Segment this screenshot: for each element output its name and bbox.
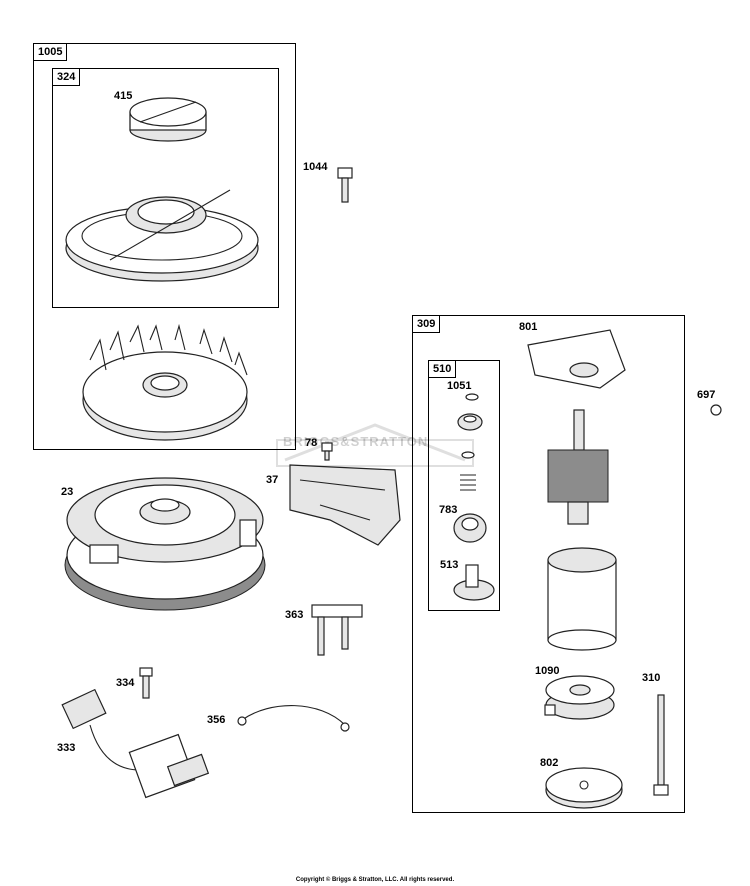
part-334-bolt [139,667,153,699]
part-363-bracket [311,604,363,656]
assembly-label-324: 324 [52,68,81,86]
part-415-cap [129,97,207,142]
callout-334: 334 [116,677,135,689]
callout-37: 37 [266,474,279,486]
assembly-label-309: 309 [412,315,441,333]
part-697-screw [710,404,722,416]
part-78-screw [321,442,333,461]
assembly-box-309: 309 [412,315,685,813]
callout-1044: 1044 [303,161,328,173]
callout-23: 23 [61,486,74,498]
callout-78: 78 [305,437,318,449]
part-802-plate [545,767,623,809]
assembly-label-1005: 1005 [33,43,68,61]
watermark-text: BRIGGS&STRATTON [283,434,429,449]
part-1090-end-cap [544,675,615,720]
part-310-through-bolt [653,694,669,796]
callout-513: 513 [440,559,459,571]
part-513-clutch [453,564,495,601]
assembly-box-510: 510 [428,360,500,611]
part-armature [547,409,609,525]
part-510-gear-parts [457,413,483,491]
assembly-box-324: 324 [52,68,279,308]
part-1051-washer [465,393,479,401]
part-23-flywheel [64,477,266,611]
callout-697: 697 [697,389,716,401]
callout-801: 801 [519,321,538,333]
callout-1051: 1051 [447,380,472,392]
copyright-notice: Copyright © Briggs & Stratton, LLC. All … [295,877,455,883]
part-324-shroud [65,189,259,282]
part-783-pinion [453,513,487,543]
part-356-wire [237,705,350,732]
callout-415: 415 [114,90,133,102]
assembly-label-510: 510 [428,360,457,378]
callout-310: 310 [642,672,661,684]
part-333-coil [61,688,210,799]
callout-333: 333 [57,742,76,754]
part-starter-housing [547,547,617,651]
callout-802: 802 [540,757,559,769]
part-fan [82,323,248,441]
part-37-baffle [289,464,401,546]
callout-356: 356 [207,714,226,726]
part-1044-bolt [337,167,353,203]
callout-1090: 1090 [535,665,560,677]
callout-783: 783 [439,504,458,516]
callout-363: 363 [285,609,304,621]
assembly-box-1005: 1005 [33,43,296,450]
part-801-end-cap [527,329,626,389]
